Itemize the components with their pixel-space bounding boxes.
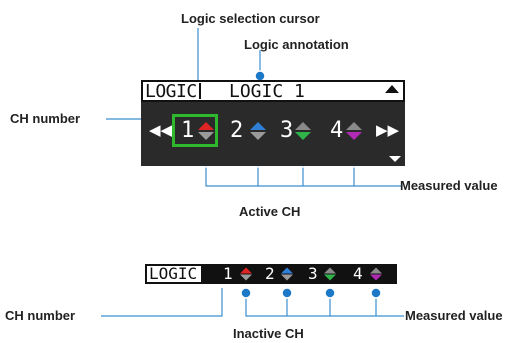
inactive-ch-2-value-up-icon (281, 267, 293, 274)
active-ch-1-value-down-icon (198, 132, 214, 140)
ch-number-label: CH number (10, 111, 81, 126)
logic-annotation-label: Logic annotation (244, 37, 349, 52)
logic-annotation-text: LOGIC 1 (229, 81, 305, 102)
inactive-measured-dot-2 (281, 287, 293, 299)
active-ch-3-value-up-icon (295, 122, 311, 130)
active-ch-3-value-down-icon (295, 132, 311, 140)
inactive-measured-dot-3 (324, 287, 336, 299)
active-ch-4-value-up-icon (346, 122, 362, 130)
inactive-ch-3-number: 3 (308, 264, 318, 283)
active-display-header: LOGIC LOGIC 1 (141, 80, 405, 102)
inactive-ch-2-number: 2 (265, 264, 275, 283)
active-display-mode: LOGIC (145, 81, 197, 102)
inactive-ch-3-value-down-icon (324, 274, 336, 281)
active-ch-label: Active CH (239, 204, 301, 219)
active-ch-2-value-up-icon (250, 122, 266, 130)
ch-4-number[interactable]: 4 (330, 118, 344, 143)
inactive-display-mode-box: LOGIC (145, 264, 203, 284)
inactive-display-mode: LOGIC (149, 264, 198, 283)
inactive-ch-1-value-up-icon (240, 267, 252, 274)
next-page-icon[interactable]: ▶▶ (376, 122, 400, 139)
scroll-down-icon[interactable] (389, 156, 401, 162)
inactive-ch-label: Inactive CH (233, 326, 304, 341)
ch-3-number[interactable]: 3 (280, 118, 294, 143)
inactive-ch-4-value-up-icon (370, 267, 382, 274)
active-display-body (141, 102, 405, 166)
inactive-ch-1-number: 1 (223, 264, 233, 283)
active-ch-1-value-up-icon (198, 122, 214, 130)
inactive-ch-4-number: 4 (353, 264, 363, 283)
measured-value-label: Measured value (400, 178, 498, 193)
logic-selection-cursor-label: Logic selection cursor (181, 11, 320, 26)
prev-page-icon[interactable]: ◀◀ (149, 122, 173, 139)
inactive-measured-dot-4 (370, 287, 382, 299)
inactive-ch-3-value-up-icon (324, 267, 336, 274)
measured-value-bottom-label: Measured value (405, 308, 503, 323)
ch-number-bottom-label: CH number (5, 308, 76, 323)
inactive-measured-dot-1 (240, 287, 252, 299)
scroll-up-icon[interactable] (385, 85, 399, 93)
inactive-display (145, 264, 397, 284)
inactive-ch-2-value-down-icon (281, 274, 293, 281)
header-separator (199, 83, 201, 99)
inactive-ch-4-value-down-icon (370, 274, 382, 281)
active-ch-4-value-down-icon (346, 132, 362, 140)
inactive-ch-1-value-down-icon (240, 274, 252, 281)
active-ch-2-value-down-icon (250, 132, 266, 140)
logic-selection-cursor[interactable] (172, 114, 218, 147)
ch-1-number[interactable]: 1 (181, 118, 195, 143)
ch-2-number[interactable]: 2 (230, 118, 244, 143)
